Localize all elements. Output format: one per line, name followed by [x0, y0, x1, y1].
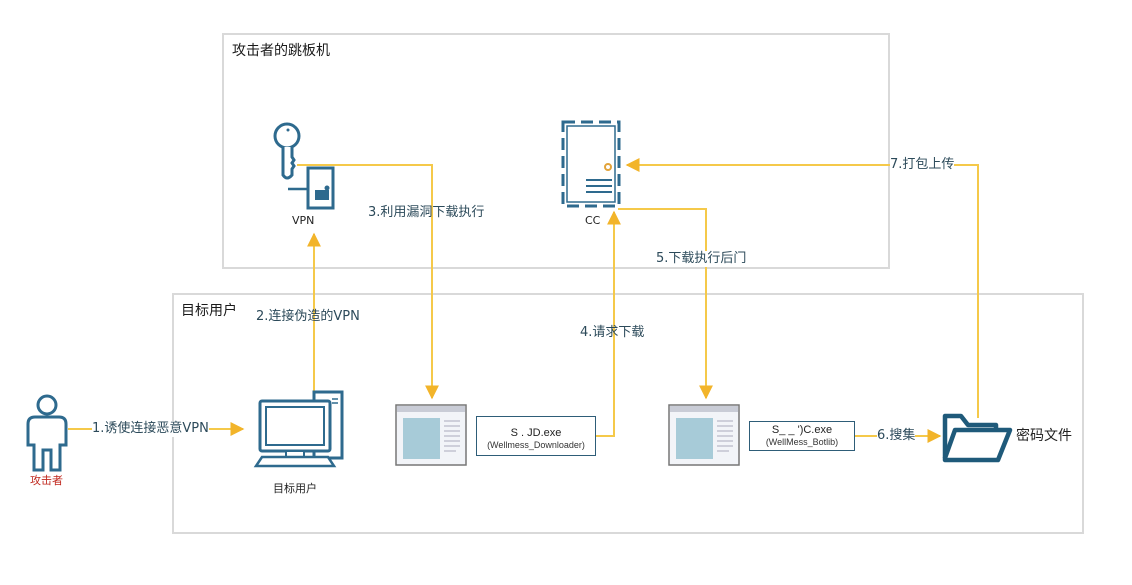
- step-5-label: 5.下载执行后门: [656, 251, 747, 267]
- connector-step-4: [596, 210, 621, 437]
- connector-step-3: [297, 164, 439, 400]
- step-4-label: 4.请求下载: [580, 325, 645, 340]
- connector-step-7: [625, 158, 979, 418]
- password-files-caption: 密码文件: [1016, 428, 1072, 444]
- botlib-exe-name: S_ _ ')C.exe: [771, 424, 833, 436]
- downloader-exe-box: S . JD.exe (Wellmess_Downloader): [476, 416, 596, 456]
- key-door-icon: [273, 122, 335, 210]
- folder-open-icon: [942, 413, 1013, 463]
- jump-host-group-title: 攻击者的跳板机: [232, 43, 330, 59]
- step-3-label: 3.利用漏洞下载执行: [368, 205, 485, 220]
- step-2-label: 2.连接伪造的VPN: [256, 309, 360, 324]
- target-user-group-title: 目标用户: [181, 303, 237, 319]
- downloader-exe-name: S . JD.exe: [510, 427, 562, 439]
- botlib-exe-subtitle: (WellMess_Botlib): [765, 437, 839, 447]
- person-icon: [26, 394, 68, 472]
- cc-caption: CC: [585, 214, 601, 227]
- application-window-icon: [395, 404, 467, 466]
- botlib-exe-box: S_ _ ')C.exe (WellMess_Botlib): [749, 421, 855, 451]
- step-1-label: 1.诱使连接恶意VPN: [92, 421, 209, 437]
- step-7-label: 7.打包上传: [890, 157, 955, 173]
- jump-host-group: [222, 33, 890, 269]
- target-pc-caption: 目标用户: [273, 482, 317, 495]
- vpn-caption: VPN: [292, 214, 315, 227]
- step-6-label: 6.搜集: [877, 428, 916, 444]
- connector-step-5: [618, 208, 713, 400]
- desktop-computer-icon: [253, 390, 344, 468]
- attacker-caption: 攻击者: [30, 474, 63, 487]
- server-icon: [561, 120, 621, 208]
- downloader-exe-subtitle: (Wellmess_Downloader): [487, 440, 585, 450]
- application-window-icon: [668, 404, 740, 466]
